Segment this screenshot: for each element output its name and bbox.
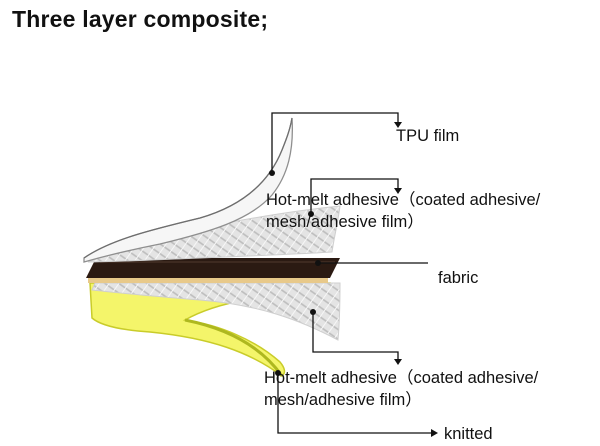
arrow-knitted (431, 429, 438, 437)
label-hot-melt-bottom: Hot-melt adhesive（coated adhesive/ mesh/… (264, 367, 538, 411)
label-knitted: knitted (444, 425, 493, 443)
label-hot-melt-top-line1: Hot-melt adhesive（coated adhesive/ (266, 191, 541, 209)
label-hot-melt-bottom-line2: mesh/adhesive film） (264, 391, 422, 409)
dot-knitted (275, 370, 281, 376)
arrow-hot-melt-top (394, 188, 402, 194)
leader-hot-melt-bottom (312, 312, 399, 360)
page-title: Three layer composite; (12, 6, 269, 32)
label-fabric: fabric (438, 269, 479, 287)
leader-hot-melt-top (310, 178, 399, 214)
leader-tpu-film (271, 112, 399, 173)
label-tpu-film: TPU film (396, 127, 460, 145)
label-hot-melt-bottom-line1: Hot-melt adhesive（coated adhesive/ (264, 369, 539, 387)
arrow-tpu-film (394, 122, 402, 128)
label-hot-melt-top: Hot-melt adhesive（coated adhesive/ mesh/… (266, 189, 540, 233)
hot-melt-bottom-layer (91, 282, 341, 341)
dot-fabric (315, 260, 321, 266)
tpu-film-edge (83, 117, 293, 259)
arrow-hot-melt-bottom (394, 359, 402, 365)
knitted-edge (184, 318, 284, 377)
tan-adhesive-stripe (88, 276, 328, 283)
dot-tpu-film (269, 170, 275, 176)
dot-hot-melt-top (308, 211, 314, 217)
dot-hot-melt-bottom (310, 309, 316, 315)
leader-knitted (277, 373, 432, 434)
label-hot-melt-top-line2: mesh/adhesive film） (266, 213, 424, 231)
